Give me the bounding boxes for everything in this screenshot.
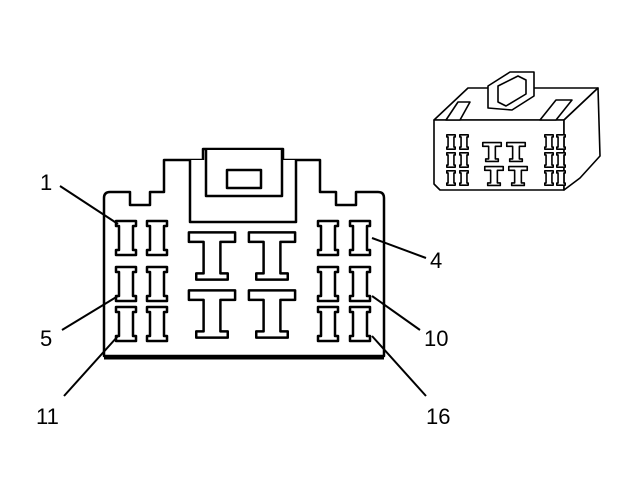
terminal-cavity-wide-3 xyxy=(187,289,237,339)
terminal-cavity-r1-l2 xyxy=(145,219,169,257)
pin-label-16: 16 xyxy=(426,404,450,429)
pin-label-1: 1 xyxy=(40,170,52,195)
iso-cavity-r1-l1 xyxy=(446,134,456,150)
terminal-cavity-r3-r1 xyxy=(316,305,340,343)
latch-window xyxy=(225,168,263,190)
iso-cavity-r3-r2 xyxy=(556,170,566,186)
iso-cavity-r2-l2 xyxy=(459,152,469,168)
iso-latch-tab xyxy=(497,75,527,107)
terminal-cavity-r1-r2 xyxy=(348,219,372,257)
terminal-cavity-r2-l1 xyxy=(114,265,138,303)
iso-left-ear xyxy=(445,101,471,121)
terminal-cavity-wide-1 xyxy=(187,231,237,281)
connector-body xyxy=(102,147,386,358)
leader-pin-1 xyxy=(59,185,119,225)
iso-cavity-r3-l1 xyxy=(446,170,456,186)
terminal-cavity-r1-r1 xyxy=(316,219,340,257)
terminal-cavity-wide-4 xyxy=(247,289,297,339)
connector-face xyxy=(102,147,386,360)
iso-cavity-r2-r2 xyxy=(556,152,566,168)
iso-terminal-cavities xyxy=(446,134,566,187)
terminal-cavity-r1-l1 xyxy=(114,219,138,257)
iso-right-ear xyxy=(539,99,573,121)
terminal-cavity-r3-r2 xyxy=(348,305,372,343)
pin-label-11: 11 xyxy=(36,404,59,429)
leader-pin-11 xyxy=(63,335,119,397)
iso-cavity-r3-r1 xyxy=(544,170,554,186)
iso-cavity-r1-r1 xyxy=(544,134,554,150)
pin-label-5: 5 xyxy=(40,326,52,351)
leader-pin-16 xyxy=(371,335,427,397)
iso-cavity-r1-l2 xyxy=(459,134,469,150)
terminal-cavity-wide-2 xyxy=(247,231,297,281)
terminal-cavities xyxy=(114,219,372,343)
leader-pin-10 xyxy=(371,295,421,331)
iso-cavity-wide-3 xyxy=(483,165,505,187)
terminal-cavity-r3-l1 xyxy=(114,305,138,343)
pin-labels: 1 4 5 10 11 16 xyxy=(36,170,450,429)
terminal-cavity-r2-l2 xyxy=(145,265,169,303)
iso-cavity-wide-4 xyxy=(507,165,529,187)
pin-label-10: 10 xyxy=(424,326,448,351)
leader-pin-5 xyxy=(61,295,119,331)
leader-pin-4 xyxy=(371,237,427,259)
iso-cavity-r2-r1 xyxy=(544,152,554,168)
iso-cavity-r1-r2 xyxy=(556,134,566,150)
iso-cavity-wide-2 xyxy=(505,141,527,163)
terminal-cavity-r2-r2 xyxy=(348,265,372,303)
terminal-cavity-r3-l2 xyxy=(145,305,169,343)
pin-label-4: 4 xyxy=(430,248,442,273)
leader-lines xyxy=(59,185,427,397)
iso-cavity-r2-l1 xyxy=(446,152,456,168)
iso-cavity-r3-l2 xyxy=(459,170,469,186)
iso-cavity-wide-1 xyxy=(481,141,503,163)
terminal-cavity-r2-r1 xyxy=(316,265,340,303)
connector-isometric-view xyxy=(433,71,601,191)
